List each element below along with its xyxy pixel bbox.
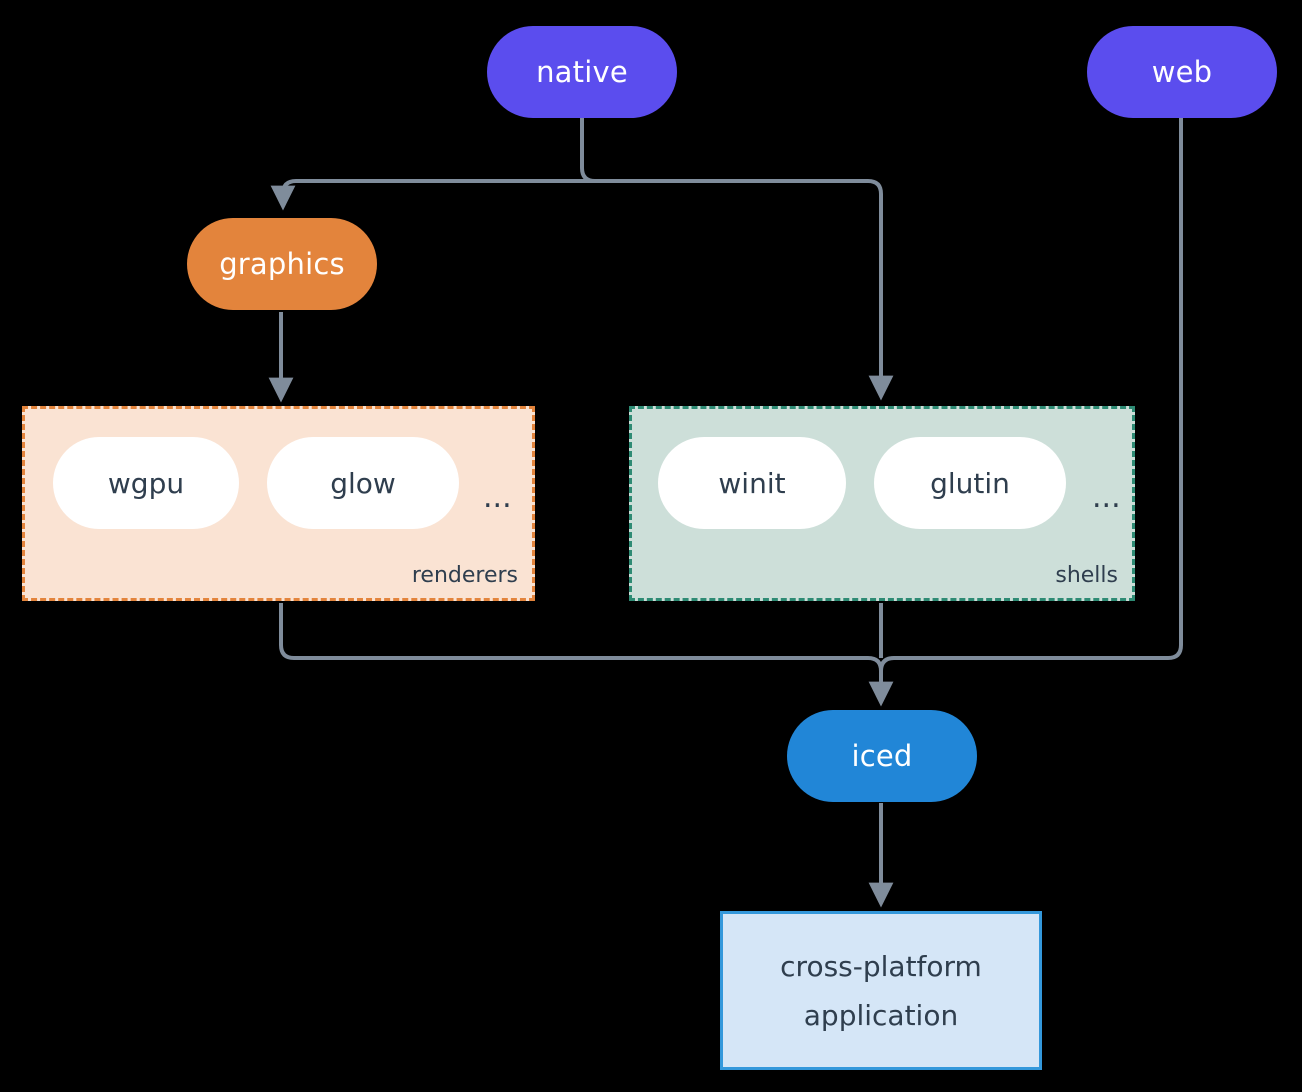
node-glutin-label: glutin bbox=[930, 466, 1010, 500]
node-glow-label: glow bbox=[330, 466, 396, 500]
edge-native-to-graphics bbox=[270, 179, 582, 211]
renderers-overflow-ellipsis: ... bbox=[483, 480, 512, 515]
edge-native-bus bbox=[580, 118, 596, 183]
node-iced-label: iced bbox=[851, 739, 913, 773]
node-winit[interactable]: winit bbox=[658, 437, 846, 529]
node-web-label: web bbox=[1151, 55, 1213, 89]
node-winit-label: winit bbox=[718, 466, 786, 500]
application-label-line2: application bbox=[803, 998, 959, 1032]
node-graphics-label: graphics bbox=[219, 247, 345, 281]
node-application[interactable]: cross-platform application bbox=[720, 911, 1042, 1070]
node-glow[interactable]: glow bbox=[267, 437, 459, 529]
node-graphics[interactable]: graphics bbox=[187, 218, 377, 310]
edge-native-to-shells bbox=[582, 179, 894, 401]
application-label-line1: cross-platform bbox=[780, 949, 982, 983]
node-wgpu-label: wgpu bbox=[107, 466, 185, 500]
node-web[interactable]: web bbox=[1087, 26, 1277, 118]
node-wgpu[interactable]: wgpu bbox=[53, 437, 239, 529]
node-native[interactable]: native bbox=[487, 26, 677, 118]
edge-renderers-to-iced bbox=[279, 603, 894, 707]
group-renderers: wgpu glow ... renderers bbox=[22, 406, 535, 601]
group-shells-label: shells bbox=[1055, 563, 1118, 588]
group-renderers-label: renderers bbox=[411, 563, 518, 588]
shells-overflow-ellipsis: ... bbox=[1092, 480, 1121, 515]
node-native-label: native bbox=[536, 55, 628, 89]
node-glutin[interactable]: glutin bbox=[874, 437, 1066, 529]
group-shells: winit glutin ... shells bbox=[629, 406, 1135, 601]
node-iced[interactable]: iced bbox=[787, 710, 977, 802]
